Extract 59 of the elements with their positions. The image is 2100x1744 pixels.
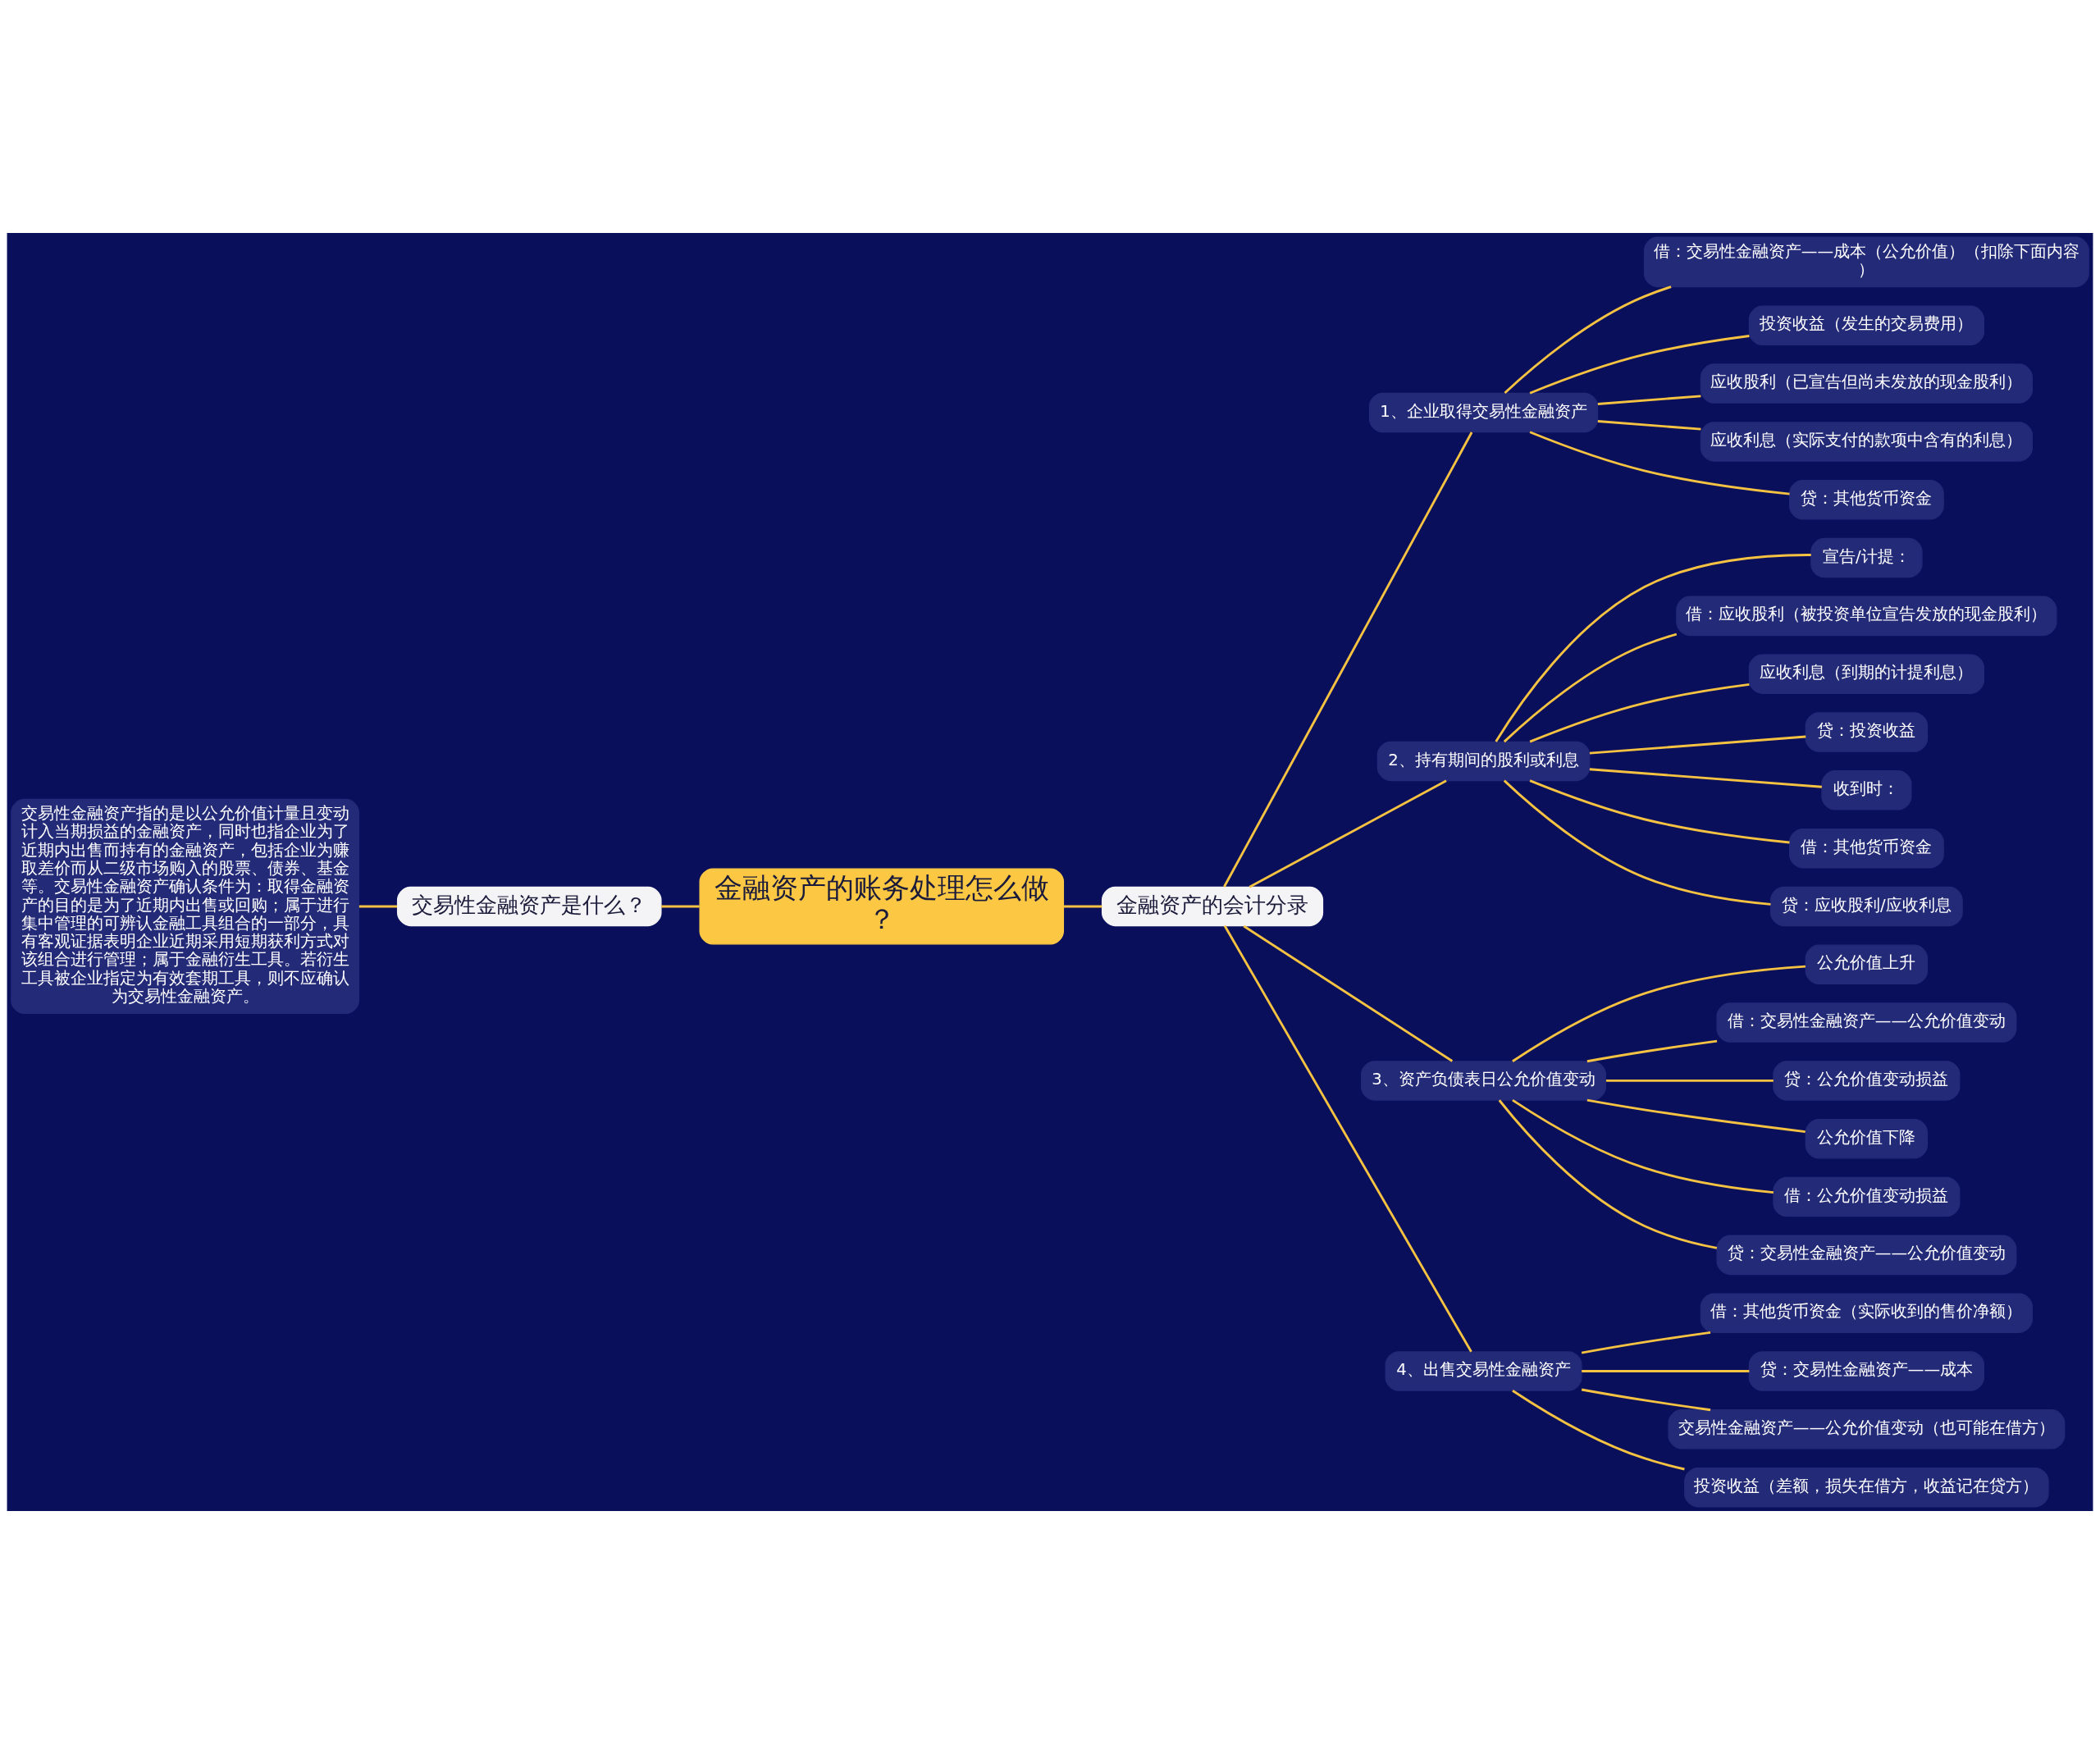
connector [1606, 1079, 1774, 1082]
connector [1243, 925, 1454, 1062]
connector [1529, 779, 1790, 844]
node-box: 收到时： [1821, 770, 1912, 810]
connector [1063, 905, 1102, 908]
connector [1597, 395, 1701, 405]
node-box: 交易性金融资产是什么？ [396, 886, 662, 927]
connector [1503, 779, 1771, 906]
node-box: 应收利息（实际支付的款项中含有的利息） [1700, 422, 2033, 462]
connector [1581, 1331, 1711, 1354]
node-box: 借：其他货币资金（实际收到的售价净额） [1700, 1293, 2033, 1333]
node-box: 借：公允价值变动损益 [1773, 1176, 1961, 1217]
connector [1223, 431, 1473, 888]
node-box: 贷：应收股利/应收利息 [1770, 886, 1963, 927]
node-box: 贷：其他货币资金 [1788, 479, 1944, 520]
node-box: 4、出售交易性金融资产 [1385, 1351, 1582, 1391]
connector [1498, 1099, 1718, 1249]
connector [1249, 779, 1447, 888]
node-box: 应收股利（已宣告但尚未发放的现金股利） [1700, 363, 2033, 404]
connector [1589, 735, 1806, 755]
connector [1512, 1098, 1774, 1194]
node-box: 公允价值上升 [1805, 944, 1929, 985]
node-box: 贷：交易性金融资产——公允价值变动 [1716, 1235, 2017, 1276]
connector [1504, 285, 1672, 394]
node-box: 贷：投资收益 [1805, 712, 1929, 752]
node-box: 交易性金融资产——公允价值变动（也可能在借方） [1668, 1409, 2066, 1450]
connector [1529, 683, 1750, 743]
connector [1529, 431, 1790, 495]
connector [1582, 1370, 1750, 1372]
connector [1586, 1098, 1806, 1134]
node-box: 借：交易性金融资产——成本（公允价值）（扣除下面内容） [1643, 236, 2089, 288]
node-box: 金融资产的账务处理怎么做？ [699, 868, 1065, 945]
node-box: 借：交易性金融资产——公允价值变动 [1716, 1002, 2017, 1043]
connector [1495, 554, 1811, 742]
connector [1223, 925, 1472, 1353]
connector [1512, 965, 1806, 1062]
node-box: 3、资产负债表日公允价值变动 [1361, 1061, 1606, 1101]
connector [1512, 1390, 1685, 1471]
node-box: 1、企业取得交易性金融资产 [1368, 392, 1599, 433]
connector [1597, 420, 1701, 431]
connector [1529, 335, 1750, 395]
node-box: 投资收益（差额，损失在借方，收益记在贷方） [1684, 1467, 2049, 1508]
connector [1503, 632, 1678, 743]
connector [1581, 1388, 1711, 1412]
node-box: 交易性金融资产指的是以公允价值计量且变动计入当期损益的金融资产，同时也指企业为了近期内出售而持有的金融资产，包括企业为赚取差价而从二级市场购入的股票、债券、基金等。交易性金融资产确认条件为：取得金融资产的目的是为了近期内出售或回购；属于进行集中管理的可辨认金融工具组合的一部分，具有客观证据表明企业近期采用短期获利方式对该组合进行管理；属于金融衍生工具。若衍生工具被企业指定为有效套期工具，则不应确认为交易性金融资产。 [11, 798, 360, 1015]
node-box: 2、持有期间的股利或利息 [1376, 741, 1591, 782]
node-box: 贷：公允价值变动损益 [1773, 1061, 1961, 1101]
connector [1589, 768, 1822, 788]
node-box: 公允价值下降 [1805, 1118, 1929, 1159]
node-box: 借：应收股利（被投资单位宣告发放的现金股利） [1676, 596, 2057, 637]
connector [1586, 1039, 1718, 1063]
node-box: 应收利息（到期的计提利息） [1748, 654, 1984, 694]
connector [358, 905, 398, 908]
node-box: 金融资产的会计分录 [1101, 886, 1324, 927]
node-box: 宣告/计提： [1810, 537, 1923, 578]
node-box: 投资收益（发生的交易费用） [1748, 305, 1984, 346]
node-box: 贷：交易性金融资产——成本 [1748, 1351, 1984, 1391]
connector [661, 905, 700, 908]
node-box: 借：其他货币资金 [1788, 828, 1944, 869]
